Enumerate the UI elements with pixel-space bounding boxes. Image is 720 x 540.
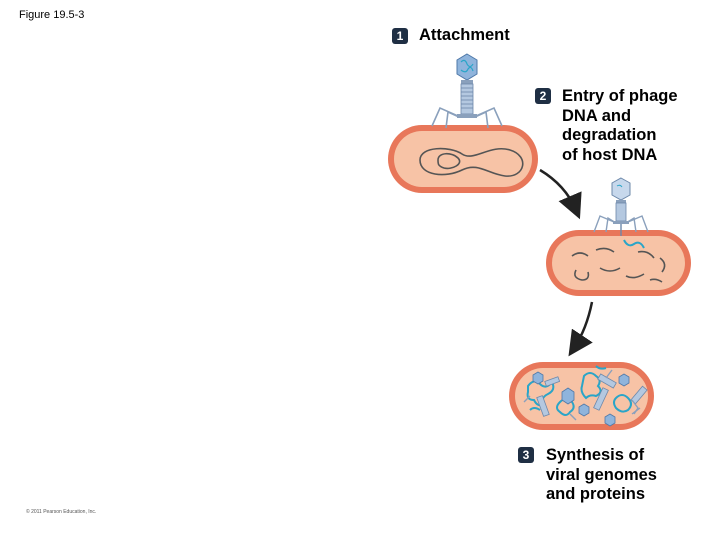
arrow-step-2-to-3 (568, 301, 594, 357)
phage-sheath (615, 202, 627, 222)
figure-label: Figure 19.5-3 (19, 9, 85, 21)
phage-sheath (460, 83, 474, 115)
phage-head-dna-remnant (616, 184, 623, 188)
sheath-rings (461, 87, 473, 109)
cell-interior (394, 131, 532, 187)
host-cell-1 (388, 125, 538, 193)
phage-baseplate (613, 221, 629, 224)
phage-head-dna (460, 59, 474, 73)
host-dna-loop (419, 147, 524, 177)
phage-baseplate (457, 114, 477, 118)
tail-fibers (431, 106, 503, 129)
step-2-line-4: of host DNA (562, 145, 658, 164)
step-3-line-1: Synthesis of (546, 446, 645, 464)
phage-head (456, 53, 478, 81)
step-3-badge: 3 (518, 447, 534, 463)
host-cell-2 (546, 230, 691, 296)
phage-tails (536, 373, 648, 417)
step-1-label: Attachment (419, 26, 510, 46)
step-2-line-1: Entry of phage (562, 87, 678, 105)
phage-head (611, 177, 631, 201)
phage-2 (593, 177, 649, 236)
phage-1 (431, 53, 503, 129)
phage-collar (616, 200, 626, 203)
host-cell-3 (509, 362, 654, 430)
degraded-host-dna (571, 247, 666, 283)
step-3-label: Synthesis of viral genomes and proteins (546, 446, 696, 505)
arrow-step-1-to-2 (539, 168, 582, 220)
step-2-line-3: degradation (562, 126, 657, 144)
step-1-line-1: Attachment (419, 26, 510, 44)
step-2-label: Entry of phage DNA and degradation of ho… (562, 87, 712, 165)
phage-heads (532, 371, 630, 427)
step-2-badge: 2 (535, 88, 551, 104)
cell-interior (552, 236, 685, 290)
step-3-line-3: and proteins (546, 485, 646, 503)
tail-fibers (593, 215, 649, 233)
step-3-line-2: viral genomes (546, 465, 657, 484)
injected-phage-dna (623, 239, 645, 249)
step-1-badge: 1 (392, 28, 408, 44)
step-2-line-2: DNA and (562, 106, 632, 125)
phage-collar (461, 80, 473, 84)
copyright-notice: © 2011 Pearson Education, Inc. (26, 509, 97, 515)
tail-fiber-fragments (523, 369, 641, 421)
